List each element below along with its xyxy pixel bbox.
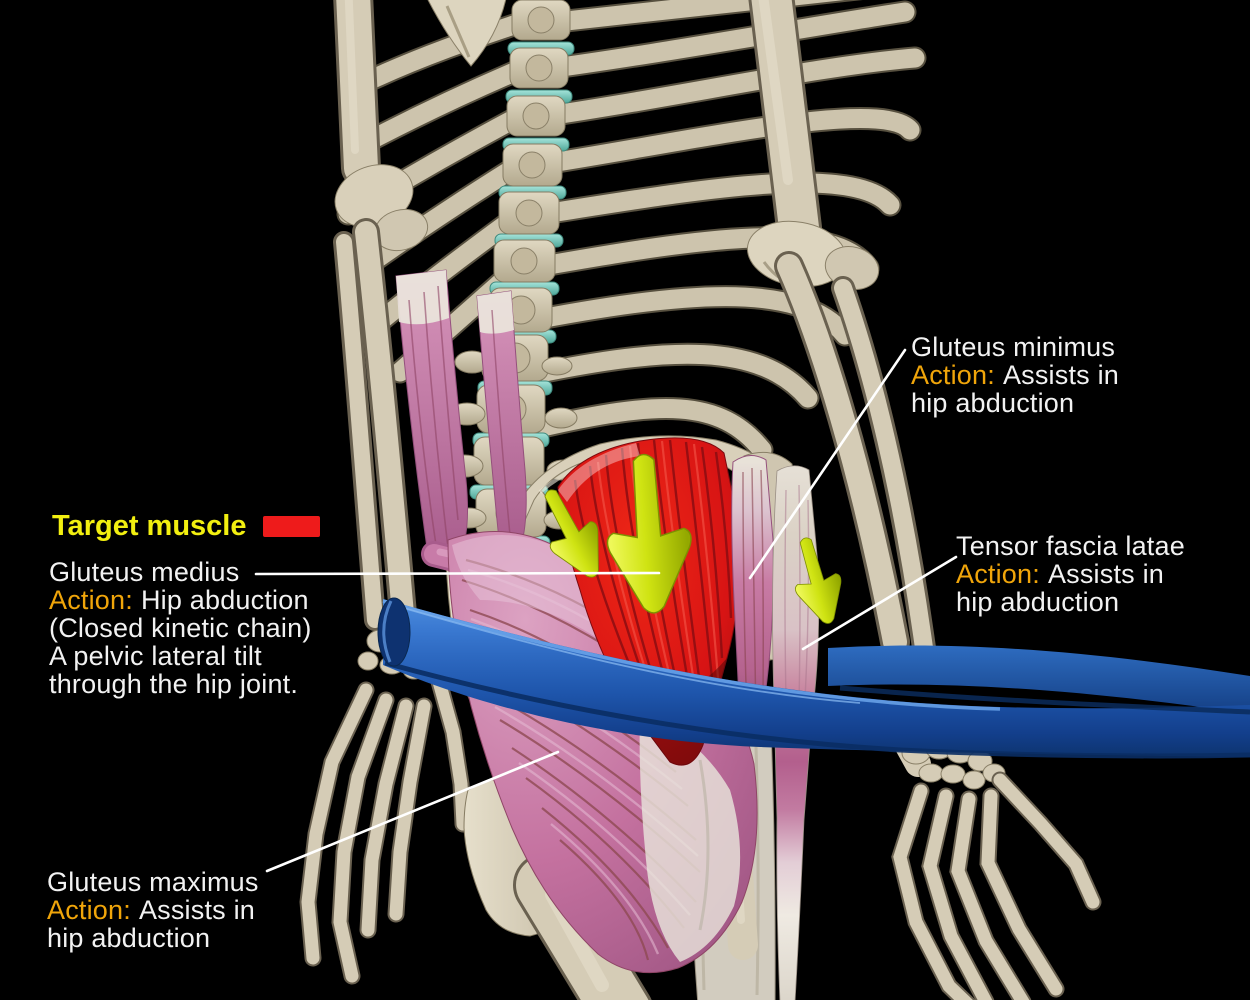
right-arm (746, 0, 1102, 1000)
action-prefix: Action: (49, 585, 133, 615)
legend-title: Target muscle (52, 510, 247, 542)
muscle-action: Action:Assists in hip abduction (47, 896, 347, 952)
leader-line-tensor-fascia-latae (801, 555, 958, 651)
label-gluteus-medius: Gluteus medius Action:Hip abduction (Clo… (49, 558, 349, 698)
leader-lines (254, 348, 958, 873)
resistance-band (377, 597, 1250, 759)
leader-line-gluteus-minimus (748, 348, 907, 580)
muscle-name: Gluteus minimus (911, 332, 1116, 362)
action-text: Assists in hip abduction (956, 559, 1164, 617)
action-text: Hip abduction (Closed kinetic chain) A p… (49, 585, 312, 699)
muscle-name: Tensor fascia latae (956, 531, 1185, 561)
muscle-action: Action:Assists in hip abduction (911, 361, 1211, 417)
action-text: Assists in hip abduction (47, 895, 255, 953)
resistance-band-far-rim (828, 645, 1250, 714)
muscle-name: Gluteus maximus (47, 867, 259, 897)
muscle-name: Gluteus medius (49, 557, 240, 587)
right-hand (891, 738, 1102, 1000)
muscle-action: Action:Hip abduction (Closed kinetic cha… (49, 586, 349, 698)
label-tensor-fascia-latae: Tensor fascia latae Action:Assists in hi… (956, 532, 1246, 616)
iliotibial-band (639, 712, 741, 962)
label-gluteus-minimus: Gluteus minimus Action:Assists in hip ab… (911, 333, 1211, 417)
rib-cage (336, 0, 927, 462)
scapula (427, 0, 507, 67)
label-gluteus-maximus: Gluteus maximus Action:Assists in hip ab… (47, 868, 347, 952)
muscle-action: Action:Assists in hip abduction (956, 560, 1246, 616)
leader-line-gluteus-maximus (265, 750, 560, 873)
leader-line-gluteus-medius (254, 571, 661, 576)
target-muscle-swatch (263, 515, 321, 537)
target-muscle-legend: Target muscle (52, 510, 321, 542)
action-text: Assists in hip abduction (911, 360, 1119, 418)
action-prefix: Action: (956, 559, 1040, 589)
action-prefix: Action: (47, 895, 131, 925)
action-prefix: Action: (911, 360, 995, 390)
resistance-band-front-rim (383, 599, 1250, 757)
